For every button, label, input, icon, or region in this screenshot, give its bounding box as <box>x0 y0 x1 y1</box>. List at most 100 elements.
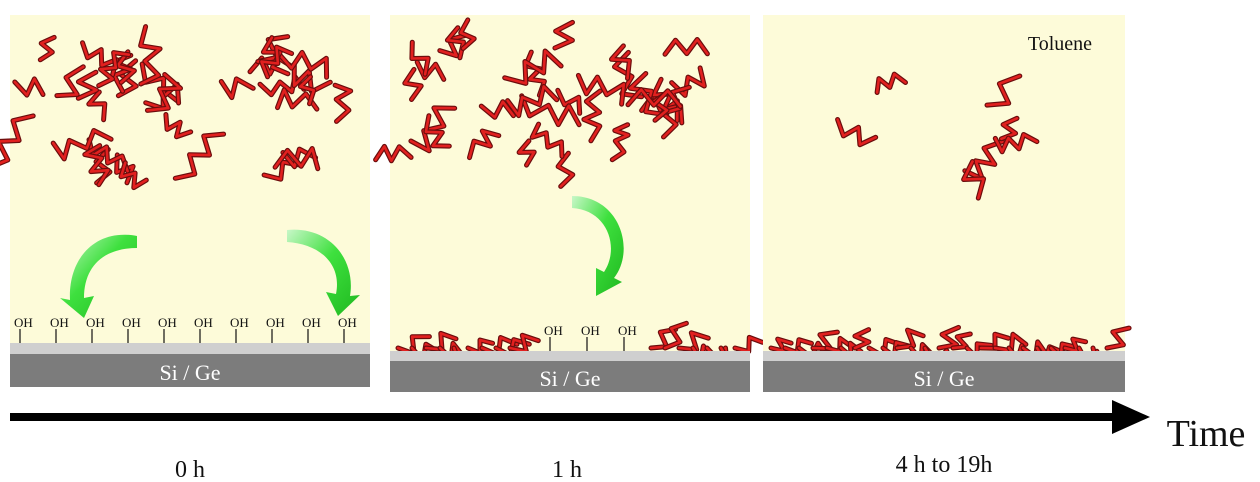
molecule-chain <box>506 85 558 117</box>
molecule-chain <box>396 335 431 356</box>
substrate-label: Si / Ge <box>539 366 600 391</box>
curved-arrow-icon <box>572 196 624 296</box>
molecule-chain <box>853 328 871 350</box>
oh-label: OH <box>158 315 177 330</box>
molecule-chain <box>333 83 352 123</box>
free-chains <box>0 24 227 191</box>
molecule-chain <box>553 21 574 50</box>
oh-groups: OH OH OH <box>544 323 637 351</box>
molecule-chain <box>530 122 564 158</box>
curved-arrow-icon <box>60 234 137 318</box>
molecule-chain <box>951 332 972 350</box>
grafting-arrow <box>287 229 360 316</box>
molecule-chain <box>577 74 626 106</box>
oh-label: OH <box>86 315 105 330</box>
molecule-chain <box>677 331 710 352</box>
molecule-chain <box>0 114 35 165</box>
molecule-chain <box>825 337 853 353</box>
molecule-chain <box>77 70 98 100</box>
molecule-chain <box>374 145 413 163</box>
molecule-chain <box>993 333 1028 352</box>
oh-label: OH <box>338 315 357 330</box>
solution-area <box>390 15 750 351</box>
molecule-chain <box>811 330 839 350</box>
time-axis-label: Time <box>1167 413 1246 455</box>
molecule-chain <box>556 89 581 115</box>
molecule-chain <box>1063 337 1087 353</box>
free-chains <box>218 34 354 182</box>
molecule-chain <box>985 74 1022 107</box>
oh-label: OH <box>266 315 285 330</box>
molecule-chain <box>556 151 575 188</box>
time-label-4h-19h: 4 h to 19h <box>896 452 993 478</box>
molecule-chain <box>424 114 451 148</box>
arrow-head-icon <box>1112 400 1150 434</box>
grafting-arrow <box>572 196 624 296</box>
molecule-chain <box>164 113 192 138</box>
oh-label: OH <box>230 315 249 330</box>
molecule-chain <box>409 106 456 153</box>
molecule-chain <box>1105 326 1131 350</box>
substrate <box>10 354 370 387</box>
molecule-chain <box>520 94 581 126</box>
molecule-chain <box>277 51 328 79</box>
molecule-chain <box>468 129 501 159</box>
substrate-label: Si / Ge <box>913 366 974 391</box>
oh-label: OH <box>544 323 563 338</box>
curved-arrow-icon <box>287 229 360 316</box>
time-label-1h: 1 h <box>552 457 582 482</box>
free-chains <box>835 71 1040 201</box>
molecule-chain <box>875 72 907 94</box>
free-chains <box>373 17 710 189</box>
molecule-chain <box>119 161 148 189</box>
molecule-chain <box>962 160 985 200</box>
substrate <box>763 361 1125 392</box>
molecule-chain <box>220 77 255 99</box>
molecule-chain <box>459 18 476 50</box>
oh-label: OH <box>50 315 69 330</box>
molecule-chain <box>13 77 45 97</box>
molecule-chain <box>424 332 458 351</box>
grafting-arrow <box>60 234 137 318</box>
molecule-chain <box>937 326 960 350</box>
solution-area <box>763 15 1125 351</box>
oh-label: OH <box>618 323 637 338</box>
molecule-chain <box>733 336 764 353</box>
molecule-chain <box>55 65 85 97</box>
molecule-chain <box>503 49 563 85</box>
oxide-layer <box>10 343 370 354</box>
molecule-chain <box>39 36 56 62</box>
time-axis-line <box>10 413 1118 421</box>
molecule-chain <box>403 68 423 101</box>
molecule-chain <box>299 75 316 105</box>
molecule-chain <box>610 44 631 80</box>
molecule-chain <box>508 334 540 353</box>
molecule-chain <box>663 38 709 56</box>
molecule-chain <box>582 89 602 143</box>
molecule-chain <box>661 86 691 139</box>
molecule-chain <box>146 73 182 112</box>
oxide-layer <box>390 351 750 361</box>
molecule-chain <box>480 100 515 119</box>
molecule-chain <box>517 139 536 167</box>
molecule-chain <box>51 129 113 161</box>
oxide-layer <box>763 351 1125 361</box>
substrate-label: Si / Ge <box>159 360 220 385</box>
molecule-chain <box>649 328 677 350</box>
molecule-chain <box>260 45 293 79</box>
oh-label: OH <box>14 315 33 330</box>
molecule-chain <box>611 123 630 161</box>
oh-label: OH <box>581 323 600 338</box>
substrate <box>390 361 750 392</box>
molecule-chain <box>256 35 289 63</box>
molecule-chain <box>87 90 107 121</box>
molecule-chain <box>174 132 225 180</box>
molecule-chain <box>262 36 290 76</box>
molecule-chain <box>139 25 162 86</box>
molecule-chain <box>438 33 468 57</box>
molecule-chain <box>116 50 136 84</box>
molecule-chain <box>83 144 110 186</box>
